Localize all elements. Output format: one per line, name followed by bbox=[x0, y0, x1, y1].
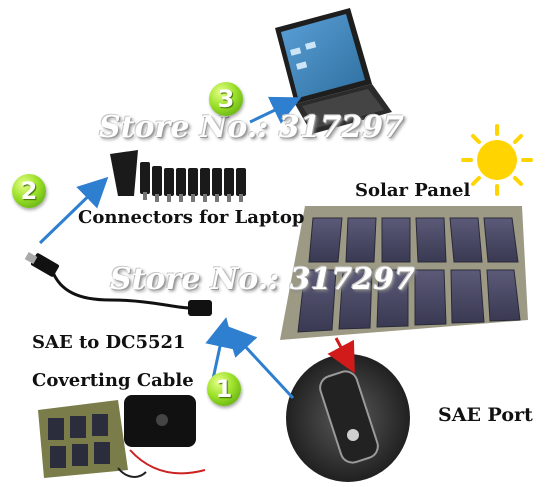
sun-icon bbox=[461, 124, 533, 196]
sae-dc-cable bbox=[24, 252, 212, 316]
watermark-middle: Store No.: 317297 bbox=[110, 262, 415, 297]
label-coverting-cable: Coverting Cable bbox=[32, 370, 194, 391]
flow-arrows bbox=[38, 96, 355, 400]
label-connectors-for-laptop: Connectors for Laptop bbox=[78, 207, 305, 228]
label-sae-port: SAE Port bbox=[438, 404, 533, 426]
solar-panel-illustration bbox=[280, 206, 528, 340]
arrow-panel-to-port bbox=[327, 337, 355, 374]
arrow-step-2 bbox=[38, 176, 109, 245]
laptop-illustration bbox=[275, 8, 392, 134]
label-solar-panel: Solar Panel bbox=[355, 180, 471, 201]
sae-port-closeup bbox=[286, 354, 410, 482]
arrow-step-3 bbox=[249, 96, 302, 124]
label-sae-to-dc5521: SAE to DC5521 bbox=[32, 332, 186, 353]
arrow-panel-to-cable bbox=[225, 325, 295, 400]
watermark-top: Store No.: 317297 bbox=[99, 110, 404, 145]
laptop-connector-tips bbox=[110, 150, 246, 202]
step-badge-1: 1 bbox=[207, 372, 241, 406]
kit-product-photo bbox=[38, 395, 206, 478]
step-badge-2: 2 bbox=[12, 174, 46, 208]
step-badge-3: 3 bbox=[209, 82, 243, 116]
